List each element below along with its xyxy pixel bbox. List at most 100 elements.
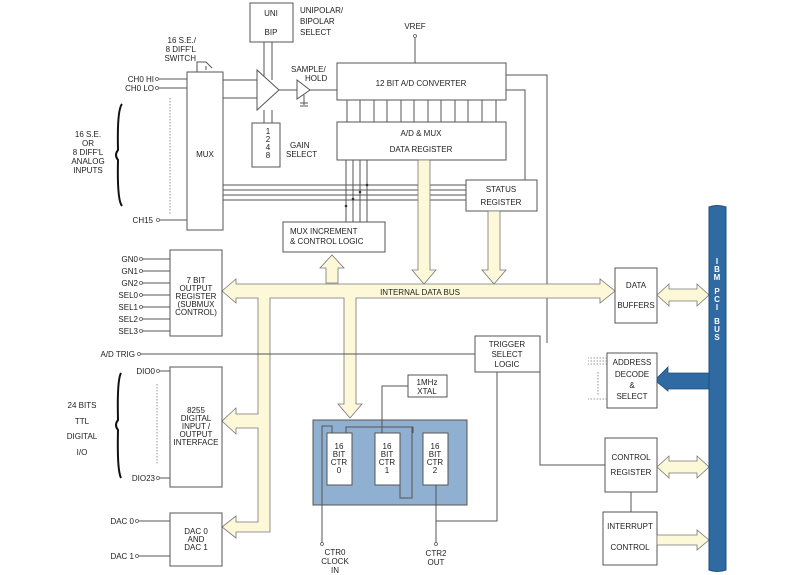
label: 16 — [431, 442, 440, 451]
label: I — [716, 303, 718, 312]
label: SELECT — [300, 28, 331, 37]
label: P — [714, 287, 720, 296]
label: INTERNAL DATA BUS — [380, 288, 460, 297]
label: I/O — [77, 448, 88, 457]
label: 0 — [337, 466, 342, 475]
label: BIT — [429, 450, 442, 459]
label: GN2 — [122, 279, 139, 288]
label: BIP — [265, 28, 278, 37]
dio-block: 8255 DIGITAL INPUT / OUTPUT INTERFACE DI… — [67, 366, 223, 488]
label: TRIGGER — [489, 340, 526, 349]
label: INPUT / — [182, 422, 211, 431]
label: SEL3 — [118, 327, 138, 336]
label: INTERFACE — [174, 438, 219, 447]
label: ADDRESS — [613, 358, 652, 367]
label: GN1 — [122, 267, 139, 276]
label: SELECT — [616, 392, 647, 401]
label: DATA — [626, 281, 647, 290]
label: 16 S.E./ — [168, 36, 197, 45]
label: BIT — [333, 450, 346, 459]
status-register-block: STATUS REGISTER — [465, 179, 538, 212]
label: 7 BIT — [186, 276, 205, 285]
mux-block: MUX — [169, 71, 224, 231]
gain-select-block: 1 2 4 8 GAIN SELECT — [251, 122, 317, 168]
label: M — [714, 273, 721, 282]
label: S — [714, 333, 720, 342]
label: & — [629, 381, 635, 390]
label: 16 — [383, 442, 392, 451]
mux-increment-block: MUX INCREMENT & CONTROL LOGIC — [282, 221, 386, 253]
label: CONTROL — [611, 453, 651, 462]
label: OUTPUT — [180, 430, 213, 439]
label: 12 BIT A/D CONVERTER — [376, 79, 467, 88]
label: OR — [82, 139, 94, 148]
analog-inputs: CH0 HI CH0 LO CH15 16 S.E. OR 8 DIFF'L A… — [71, 75, 187, 225]
unipolar-bipolar-block: UNI BIP UNIPOLAR/ BIPOLAR SELECT — [249, 2, 344, 80]
label: 24 BITS — [68, 401, 97, 410]
adc-block: VREF 12 BIT A/D CONVERTER A/D & MUX DATA… — [223, 22, 548, 343]
label: DAC 0 — [184, 527, 208, 536]
label: INTERRUPT — [607, 522, 653, 531]
label: SELECT — [491, 350, 522, 359]
ibm-pci-bus: I B M P C I B U S — [708, 205, 727, 572]
label: REGISTER — [176, 292, 217, 301]
label: 16 S.E. — [75, 130, 101, 139]
label: AND — [188, 535, 205, 544]
dac-block: DAC 0 AND DAC 1 DAC 0 DAC 1 — [110, 512, 223, 567]
interrupt-control-block: INTERRUPT CONTROL — [602, 511, 710, 566]
label: BIPOLAR — [300, 17, 335, 26]
label: 8 DIFF'L — [166, 45, 197, 54]
label: LOGIC — [495, 360, 520, 369]
label: DAC 0 — [110, 517, 134, 526]
label: UNI — [264, 9, 278, 18]
label: DAC 1 — [184, 543, 208, 552]
label: STATUS — [486, 185, 516, 194]
label: OUT — [428, 558, 445, 567]
label: SEL1 — [118, 303, 138, 312]
label: CTR — [379, 458, 396, 467]
label: CTR2 — [426, 549, 447, 558]
label: VREF — [404, 22, 425, 31]
label: CTR0 — [325, 548, 346, 557]
label: & CONTROL LOGIC — [290, 237, 364, 246]
label: SAMPLE/ — [291, 65, 326, 74]
label: A/D & MUX — [401, 129, 443, 138]
amplifier: SAMPLE/ HOLD — [223, 65, 337, 123]
label: 16 — [335, 442, 344, 451]
label: CH15 — [133, 216, 154, 225]
label: IN — [331, 566, 339, 575]
label: I — [716, 257, 718, 266]
label: SEL2 — [118, 315, 138, 324]
trigger-select-block: TRIGGER SELECT LOGIC — [436, 335, 605, 522]
label: MUX INCREMENT — [290, 227, 358, 236]
label: MUX — [196, 150, 214, 159]
output-register-block: 7 BIT OUTPUT REGISTER (SUBMUX CONTROL) — [169, 249, 223, 337]
label: GN0 — [122, 255, 139, 264]
se-diff-switch[interactable]: 16 S.E./ 8 DIFF'L SWITCH — [164, 36, 213, 72]
counter-group: 1MHz XTAL 16 BIT CTR 0 16 BIT CTR 1 16 B… — [312, 374, 468, 575]
label: BIT — [381, 450, 394, 459]
label: SELECT — [286, 150, 317, 159]
label: REGISTER — [611, 468, 652, 477]
label: B — [714, 265, 720, 274]
label: ANALOG — [71, 157, 104, 166]
label: DIO23 — [132, 474, 156, 483]
label: (SUBMUX — [178, 300, 216, 309]
label: CH0 LO — [125, 84, 154, 93]
label: CONTROL) — [175, 308, 217, 317]
internal-data-bus: INTERNAL DATA BUS — [221, 159, 616, 539]
label: U — [714, 325, 720, 334]
label: INPUTS — [73, 166, 102, 175]
label: DIGITAL — [67, 432, 98, 441]
label: 8255 — [187, 406, 205, 415]
label: SEL0 — [118, 291, 138, 300]
label: HOLD — [305, 74, 327, 83]
label: DECODE — [615, 370, 649, 379]
label: 1 — [385, 466, 390, 475]
label: 2 — [266, 135, 271, 144]
label: DIGITAL — [181, 414, 212, 423]
label: XTAL — [417, 387, 437, 396]
label: CH0 HI — [128, 75, 154, 84]
label: 8 DIFF'L — [73, 148, 104, 157]
